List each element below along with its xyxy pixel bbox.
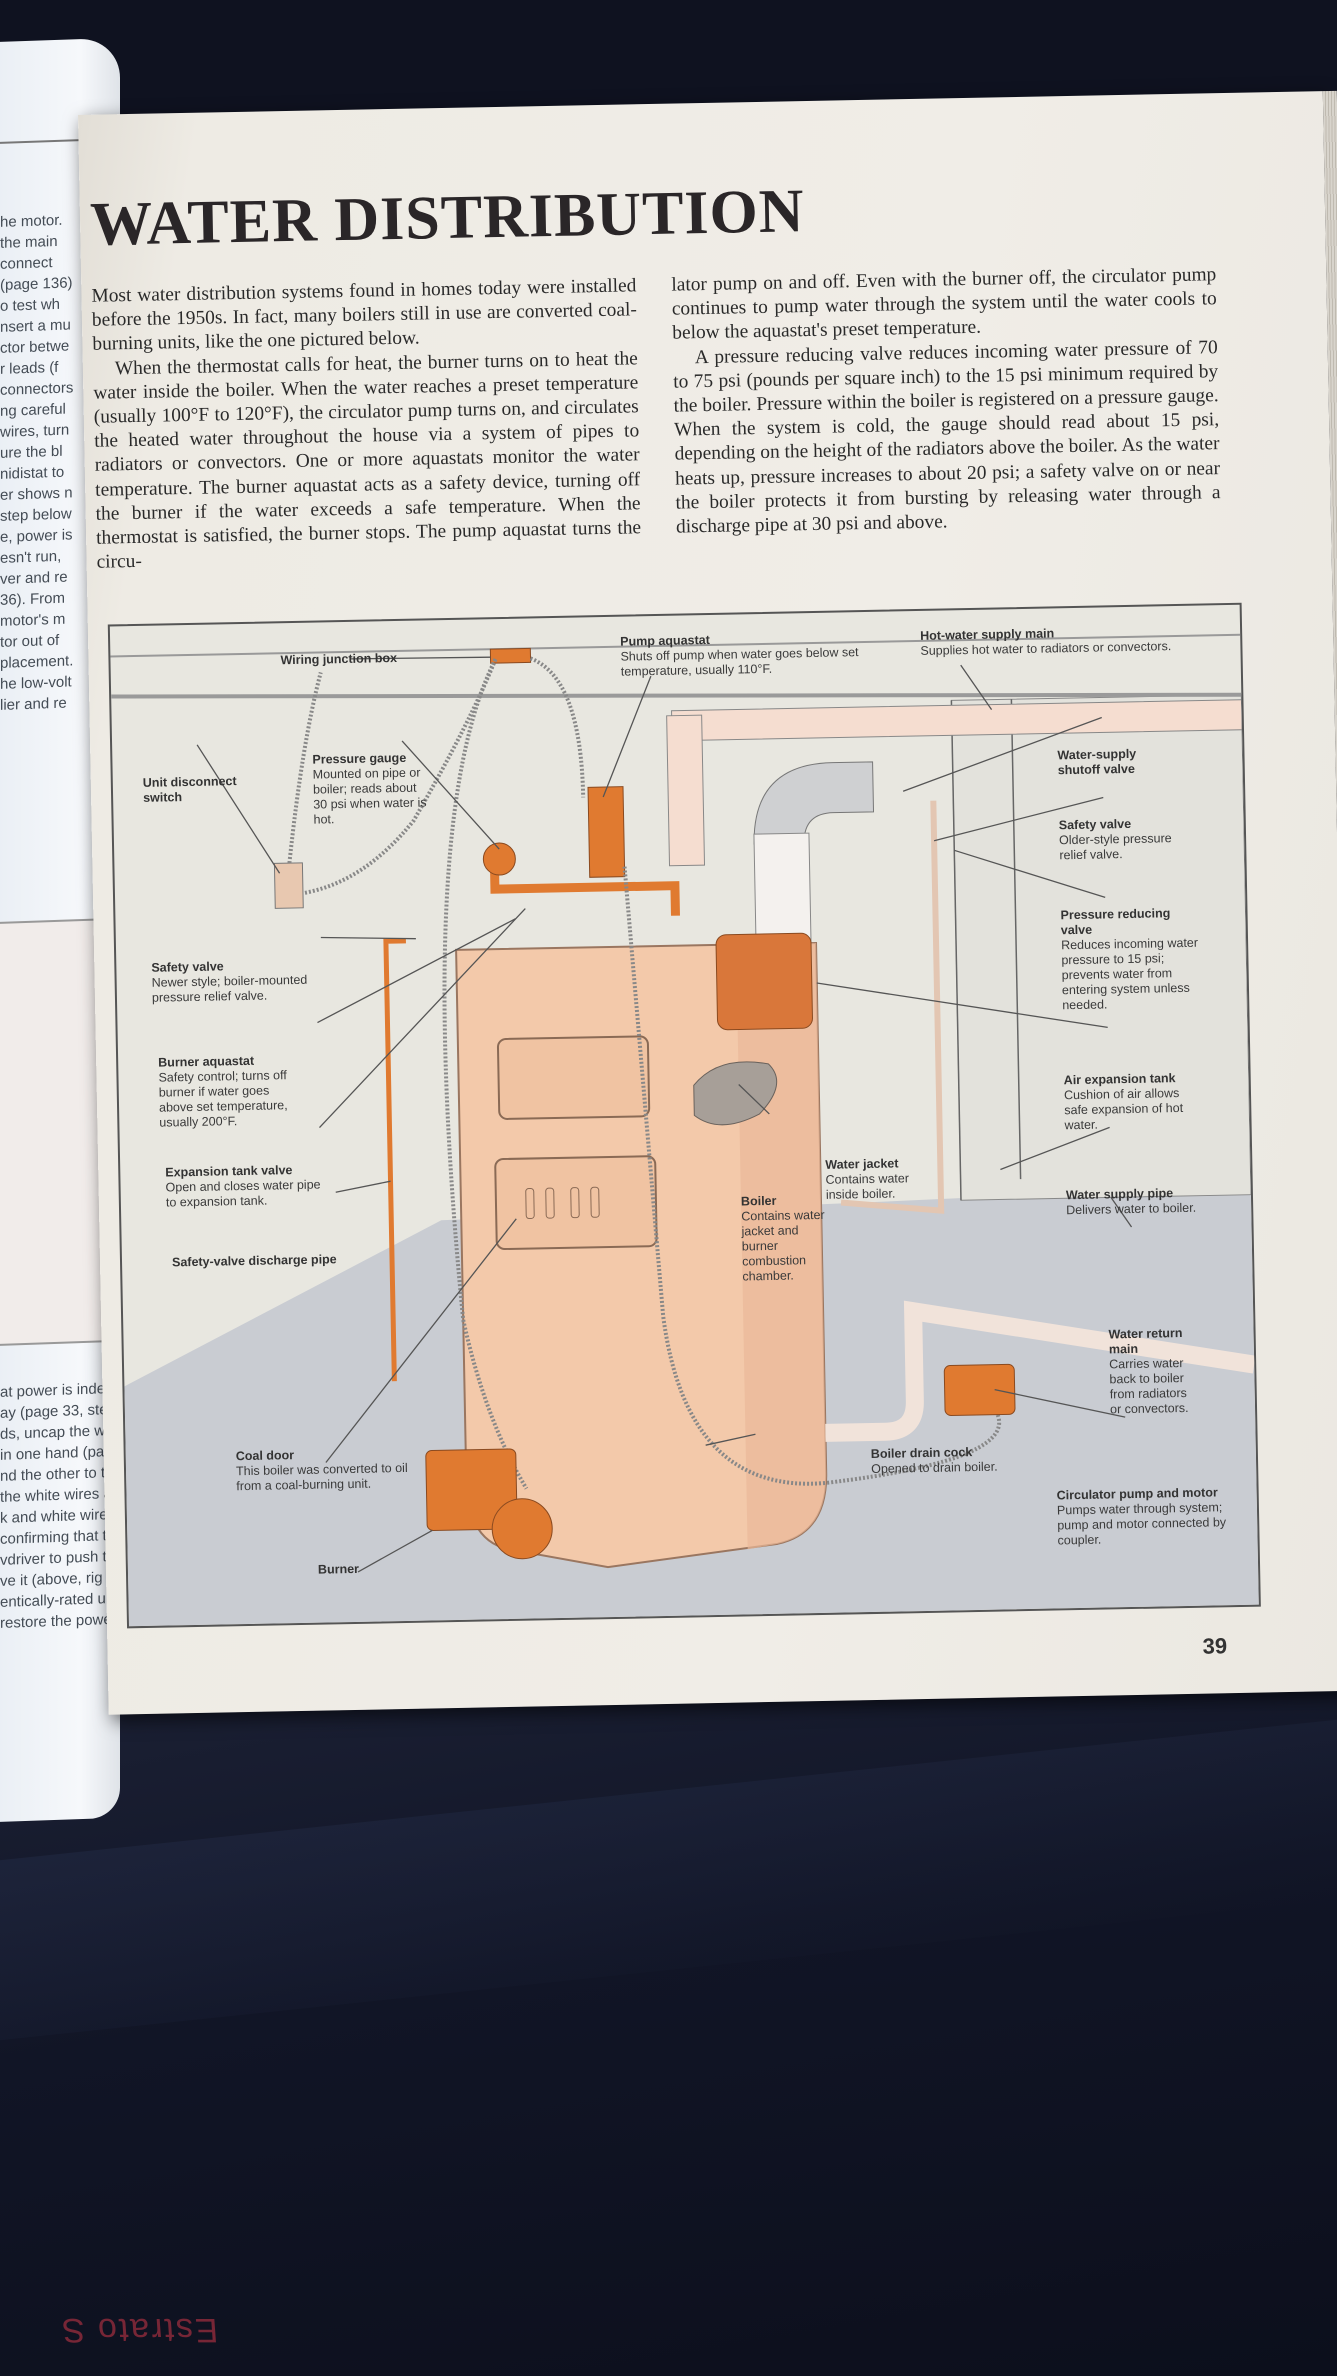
page-title: WATER DISTRIBUTION: [89, 177, 806, 259]
label-water-jacket: Water jacket Contains water inside boile…: [825, 1156, 910, 1202]
book-page: WATER DISTRIBUTION Most water distributi…: [78, 90, 1337, 1715]
coal-door-slot: [525, 1188, 535, 1220]
pressure-gauge: [482, 842, 516, 876]
wall-corner: [950, 700, 962, 1201]
label-wiring-junction-box: Wiring junction box: [280, 650, 398, 668]
paragraph: When the thermostat calls for heat, the …: [93, 347, 642, 573]
coal-door: [494, 1155, 658, 1251]
previous-page-illustration: [0, 918, 105, 1347]
water-jacket: [693, 1061, 778, 1126]
air-expansion-tank: [715, 932, 813, 1031]
label-safety-valve-older: Safety valve Older-style pressure relief…: [1058, 816, 1172, 863]
coal-door-slot: [590, 1186, 600, 1218]
armored-cable: [622, 866, 1002, 1486]
label-water-return-main: Water return main Carries water back to …: [1108, 1326, 1189, 1417]
paragraph: A pressure reducing valve reduces incomi…: [673, 336, 1221, 538]
wiring-junction-box: [489, 647, 532, 664]
coal-door-slot: [545, 1187, 555, 1219]
label-boiler: Boiler Contains water jacket and burner …: [740, 1193, 825, 1284]
page-edge: [1322, 90, 1337, 1691]
water-supply-pipe: [840, 800, 945, 1214]
circulator-pump: [943, 1363, 1016, 1416]
background-fabric: [0, 1700, 1337, 2376]
armored-cable: [442, 658, 529, 1490]
pump-aquastat-box: [587, 786, 626, 878]
label-expansion-tank-valve: Expansion tank valve Open and closes wat…: [165, 1163, 321, 1210]
label-pressure-reducing-valve: Pressure reducing valve Reduces incoming…: [1060, 906, 1199, 1013]
label-circulator-pump-and-motor: Circulator pump and motor Pumps water th…: [1056, 1485, 1227, 1548]
body-column-2: lator pump on and off. Even with the bur…: [671, 263, 1221, 540]
boiler-illustration: [110, 633, 1259, 1627]
supply-riser: [666, 714, 706, 867]
copper-pipe: [489, 859, 680, 916]
ceiling-beam: [110, 633, 1241, 658]
water-return-main: [825, 1300, 1256, 1442]
page-number: 39: [1202, 1633, 1228, 1659]
label-boiler-drain-cock: Boiler drain cock Opened to drain boiler…: [870, 1445, 998, 1477]
label-burner-aquastat: Burner aquastat Safety control; turns of…: [158, 1053, 288, 1130]
unit-disconnect-switch: [273, 862, 304, 909]
label-burner: Burner: [317, 1561, 360, 1577]
label-pressure-gauge: Pressure gauge Mounted on pipe or boiler…: [312, 750, 427, 827]
label-safety-valve-newer: Safety valve Newer style; boiler-mounted…: [151, 959, 308, 1005]
safety-valve-discharge-pipe: [383, 938, 406, 1382]
burner-unit: [425, 1448, 518, 1531]
coal-door-slot: [570, 1187, 580, 1219]
flue-duct: [753, 761, 875, 845]
label-water-supply-shutoff-valve: Water-supply shutoff valve: [1057, 746, 1137, 778]
label-pump-aquastat: Pump aquastat Shuts off pump when water …: [620, 632, 859, 679]
ceiling-beam: [111, 692, 1242, 699]
label-unit-disconnect-switch: Unit disconnect switch: [142, 774, 237, 805]
label-water-supply-pipe: Water supply pipe Delivers water to boil…: [1065, 1186, 1197, 1218]
previous-page-line: restore the power: [0, 1610, 117, 1632]
label-hot-water-supply-main: Hot-water supply main Supplies hot water…: [920, 626, 1172, 658]
boiler-diagram: Wiring junction box Pump aquastat Shuts …: [107, 602, 1261, 1629]
label-air-expansion-tank: Air expansion tank Cushion of air allows…: [1063, 1071, 1184, 1133]
burner-motor: [491, 1498, 553, 1560]
shirt-print-text: Estrato S: [58, 2311, 220, 2349]
paragraph: lator pump on and off. Even with the bur…: [671, 264, 1217, 345]
body-column-1: Most water distribution systems found in…: [91, 274, 641, 575]
armored-cable: [529, 656, 586, 798]
armored-cable: [287, 671, 323, 864]
wall-corner: [1010, 699, 1022, 1180]
label-coal-door: Coal door This boiler was converted to o…: [235, 1448, 408, 1494]
upper-door: [496, 1035, 651, 1120]
paragraph: Most water distribution systems found in…: [91, 275, 638, 356]
leader-lines: [196, 656, 1133, 1573]
